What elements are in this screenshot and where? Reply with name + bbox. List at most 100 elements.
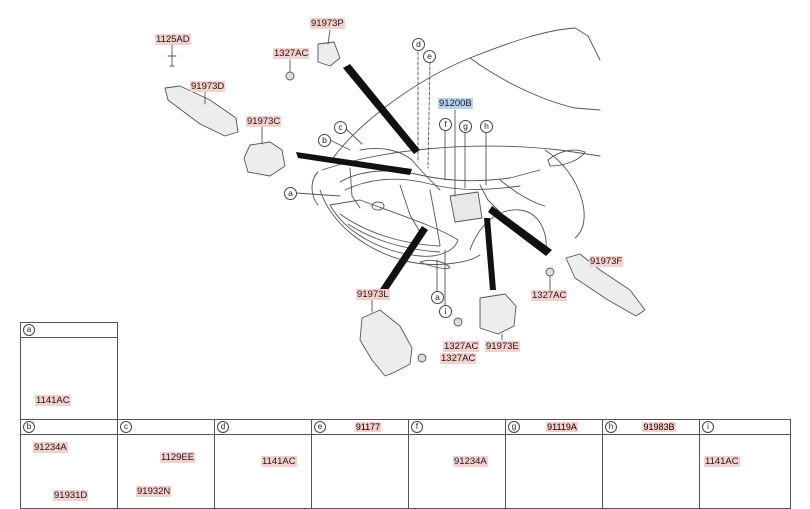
part-label-1327AC-mid1: 1327AC: [443, 341, 480, 352]
bracket-91973F: [565, 253, 646, 317]
detail-cell-f: f 91234A: [408, 419, 506, 509]
car-headlight-right: [547, 149, 586, 167]
detail-cell-b-part-label: 91931D: [53, 490, 89, 501]
detail-cell-b-letter: b: [23, 421, 35, 433]
detail-cell-b-header: b: [21, 420, 117, 435]
detail-cell-e-title-wrap: 91177: [328, 420, 408, 434]
leader-91973P: [327, 29, 331, 45]
callout-g: g: [459, 120, 472, 133]
detail-cell-h-title-wrap: 91983B: [619, 420, 699, 434]
harness-main-2: [344, 178, 521, 191]
part-label-1125AD: 1125AD: [155, 34, 191, 45]
detail-cell-c: c 1129EE 91932N: [117, 419, 215, 509]
bracket-91973C: [243, 141, 286, 177]
part-label-91973L: 91973L: [356, 289, 390, 300]
detail-cell-h-header: h 91983B: [603, 420, 699, 435]
car-emblem: [371, 201, 385, 211]
detail-a-part-label: 1141AC: [35, 395, 71, 406]
arrow-91973E: [484, 218, 496, 290]
arrow-91973F: [488, 206, 552, 256]
detail-cell-a-header: a: [21, 323, 117, 338]
part-label-91200B: 91200B: [438, 98, 473, 109]
harness-branch-5: [499, 179, 546, 207]
detail-cell-i: i 1141AC: [699, 419, 791, 509]
detail-cell-e-title: 91177: [354, 422, 382, 432]
detail-cell-e-header: e 91177: [312, 420, 408, 435]
clip-1327AC-mid2: [417, 353, 427, 363]
leader-a-left: [295, 192, 341, 197]
harness-main-1: [339, 169, 541, 183]
car-fender-right: [544, 149, 585, 239]
part-label-91973E: 91973E: [485, 341, 520, 352]
leader-e: [427, 61, 431, 169]
detail-cell-i-part-label: 1141AC: [704, 456, 740, 467]
part-label-91973F: 91973F: [589, 256, 624, 267]
detail-cell-h: h 91983B: [602, 419, 700, 509]
detail-cell-b-part-label: 91234A: [33, 442, 68, 453]
detail-cell-g: g 91119A: [505, 419, 603, 509]
detail-cell-e: e 91177: [311, 419, 409, 509]
arrow-91973L: [378, 226, 428, 296]
junction-box: [449, 191, 483, 223]
detail-cell-f-letter: f: [411, 421, 423, 433]
bracket-91973L: [359, 309, 413, 377]
detail-cell-c-letter: c: [120, 421, 132, 433]
callout-f: f: [439, 118, 452, 131]
detail-cell-f-part-label: 91234A: [453, 456, 488, 467]
callout-b: b: [318, 134, 331, 147]
callout-i: i: [439, 305, 452, 318]
callout-a-left: a: [284, 187, 297, 200]
detail-cell-f-header: f: [409, 420, 505, 435]
callout-c: c: [334, 121, 347, 134]
car-grille-line-1: [339, 213, 441, 247]
car-fog-lamp: [419, 259, 451, 269]
detail-cell-i-letter: i: [702, 421, 714, 433]
car-headlight-left: [311, 171, 319, 206]
detail-cell-e-letter: e: [314, 421, 326, 433]
part-label-91973C: 91973C: [246, 116, 282, 127]
car-grille-line-2: [347, 223, 441, 253]
harness-branch-4: [349, 167, 361, 209]
part-label-1327AC-mid2: 1327AC: [440, 353, 477, 364]
bracket-91973E: [479, 293, 517, 335]
detail-cell-g-title: 91119A: [546, 422, 578, 432]
detail-cell-c-part-label: 91932N: [136, 486, 172, 497]
detail-cell-a-letter: a: [23, 324, 35, 336]
callout-d: d: [412, 38, 425, 51]
clip-1327AC-top: [285, 71, 295, 81]
detail-cell-g-title-wrap: 91119A: [522, 420, 602, 434]
harness-branch-2: [429, 189, 441, 246]
car-wheel-arch: [469, 209, 547, 253]
detail-cell-h-letter: h: [605, 421, 617, 433]
part-label-1327AC-right: 1327AC: [531, 290, 568, 301]
part-label-91973P: 91973P: [310, 18, 345, 29]
detail-cell-b: b 91234A 91931D: [20, 419, 118, 509]
detail-cell-g-header: g 91119A: [506, 420, 602, 435]
harness-main-3: [359, 148, 441, 191]
clip-1327AC-mid1: [453, 317, 463, 327]
callout-h: h: [480, 120, 493, 133]
bracket-91973D: [164, 85, 239, 137]
leader-b: [329, 139, 351, 151]
bracket-91973P: [317, 41, 341, 67]
detail-cell-a: a 1141AC: [20, 322, 118, 420]
arrow-91973P: [343, 64, 420, 154]
detail-cell-g-letter: g: [508, 421, 520, 433]
harness-branch-1: [399, 184, 421, 233]
callout-a-bottom: a: [431, 291, 444, 304]
detail-cell-c-part-label: 1129EE: [160, 452, 196, 463]
detail-cell-d-part-label: 1141AC: [261, 456, 297, 467]
detail-cell-d: d 1141AC: [214, 419, 312, 509]
clip-1327AC-right: [545, 267, 555, 277]
detail-cell-h-title: 91983B: [642, 422, 676, 432]
harness-branch-3: [479, 184, 501, 213]
car-windshield: [469, 57, 601, 111]
leader-c: [344, 127, 363, 145]
detail-cell-i-header: i: [700, 420, 790, 435]
arrow-91973C: [296, 152, 412, 175]
callout-e: e: [423, 50, 436, 63]
part-label-1327AC-top: 1327AC: [273, 48, 310, 59]
detail-cell-d-letter: d: [217, 421, 229, 433]
bolt-1125AD: [167, 51, 177, 67]
